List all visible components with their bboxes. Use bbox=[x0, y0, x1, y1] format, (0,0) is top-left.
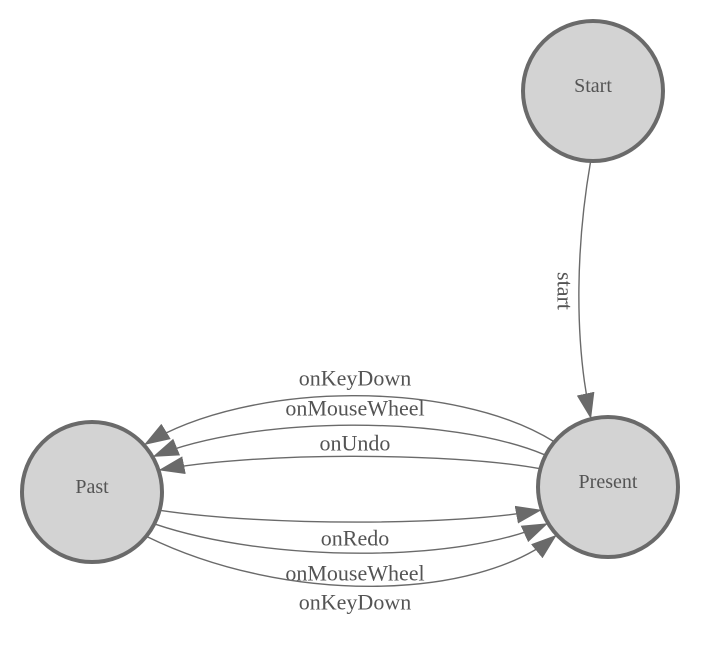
state-label-present: Present bbox=[579, 471, 638, 493]
state-label-past: Past bbox=[75, 476, 109, 498]
transition-label-present-to-past-onMouseWheel: onMouseWheel bbox=[285, 396, 424, 421]
state-circle-past bbox=[20, 420, 164, 564]
transition-edge-past-to-present-onMouseWheel bbox=[155, 522, 549, 554]
transition-edge-past-to-present-onKeyDown bbox=[146, 534, 557, 587]
transition-label-start-to-present: start bbox=[553, 272, 578, 310]
transition-edge-present-to-past-onMouseWheel bbox=[152, 424, 545, 458]
transition-label-past-to-present-onMouseWheel: onMouseWheel bbox=[285, 561, 424, 586]
state-node-present: Present bbox=[536, 415, 680, 559]
transition-edge-past-to-present-onRedo bbox=[160, 505, 542, 524]
transition-label-past-to-present-onRedo: onRedo bbox=[321, 526, 389, 551]
state-node-start: Start bbox=[521, 19, 665, 163]
state-node-past: Past bbox=[20, 420, 164, 564]
transition-edge-start-to-present bbox=[576, 161, 595, 420]
state-circle-present bbox=[536, 415, 680, 559]
transition-label-present-to-past-onUndo: onUndo bbox=[320, 431, 391, 456]
transition-label-present-to-past-onKeyDown: onKeyDown bbox=[299, 366, 411, 391]
state-label-start: Start bbox=[574, 75, 612, 97]
transition-label-past-to-present-onKeyDown: onKeyDown bbox=[299, 590, 411, 615]
state-circle-start bbox=[521, 19, 665, 163]
transition-edge-present-to-past-onUndo bbox=[158, 455, 540, 475]
transition-edge-present-to-past-onKeyDown bbox=[143, 395, 554, 446]
